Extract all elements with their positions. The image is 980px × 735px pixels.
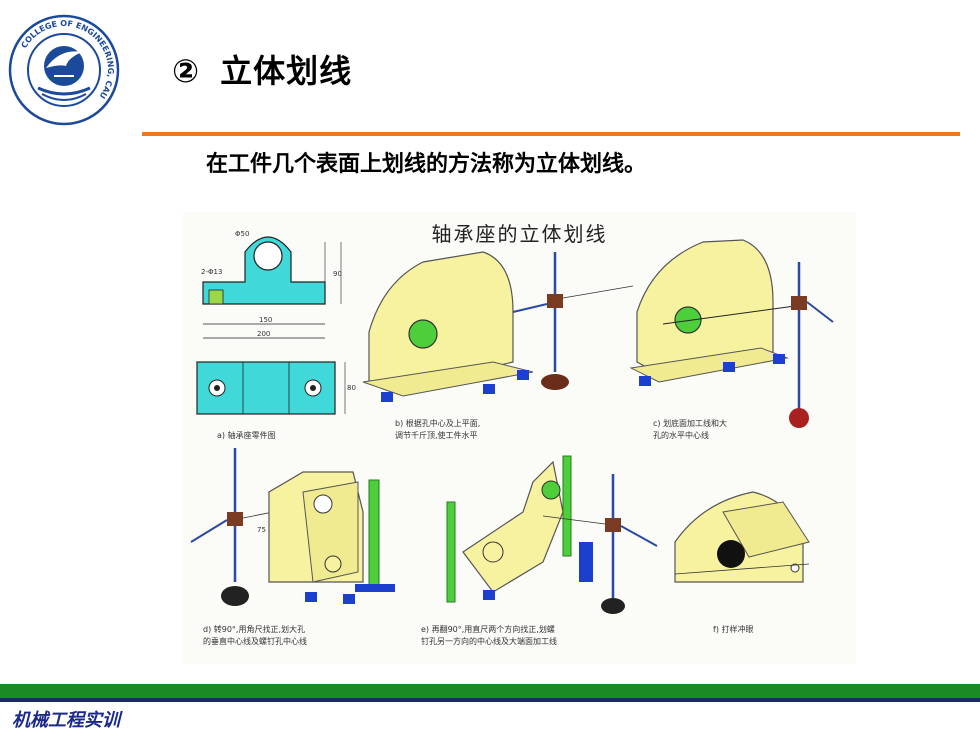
- footer-bar-green: [0, 684, 980, 698]
- page-title: ② 立体划线: [172, 46, 352, 92]
- definition-text: 在工件几个表面上划线的方法称为立体划线。: [206, 152, 647, 177]
- figure-title: 轴承座的立体划线: [431, 222, 608, 246]
- caption-d: d) 转90°,用角尺找正,划大孔 的垂直中心线及螺钉孔中心线: [203, 625, 307, 646]
- dim-label: 80: [347, 384, 356, 392]
- part-drawing: [196, 236, 346, 415]
- college-logo: COLLEGE OF ENGINEERING, CAU: [8, 14, 120, 126]
- caption-b: b) 根据孔中心及上平面, 调节千斤顶,使工件水平: [395, 419, 481, 440]
- footer-bar-navy: [0, 698, 980, 702]
- figure-illustration: Φ50 2-Φ13 150 200 90 80: [190, 230, 834, 614]
- step-c-illustration: [629, 239, 834, 428]
- dim-label: 2-Φ13: [201, 268, 222, 276]
- caption-e: e) 再翻90°,用直尺两个方向找正,划螺 钉孔另一方向的中心线及大端面加工线: [421, 625, 557, 646]
- dim-label: 75: [257, 526, 266, 534]
- dim-label: 150: [259, 316, 272, 324]
- caption-a: a) 轴承座零件图: [217, 431, 276, 440]
- caption-f: f) 打样冲眼: [713, 625, 754, 634]
- footer-course-title: 机械工程实训: [12, 710, 120, 731]
- dim-label: Φ50: [235, 230, 249, 238]
- dim-label: 90: [333, 270, 342, 278]
- bearing-seat-figure: 轴承座的立体划线 Φ50 2-Φ13 150 200 90 80: [183, 212, 856, 664]
- title-text: 立体划线: [220, 52, 353, 90]
- step-b-illustration: [362, 251, 634, 402]
- title-divider: [142, 132, 960, 136]
- step-f-illustration: [674, 491, 810, 583]
- step-e-illustration: [446, 455, 658, 614]
- dim-label: 200: [257, 330, 270, 338]
- title-number: ②: [172, 52, 201, 90]
- step-d-illustration: [190, 448, 395, 606]
- caption-c: c) 划底面加工线和大 孔的水平中心线: [653, 419, 728, 440]
